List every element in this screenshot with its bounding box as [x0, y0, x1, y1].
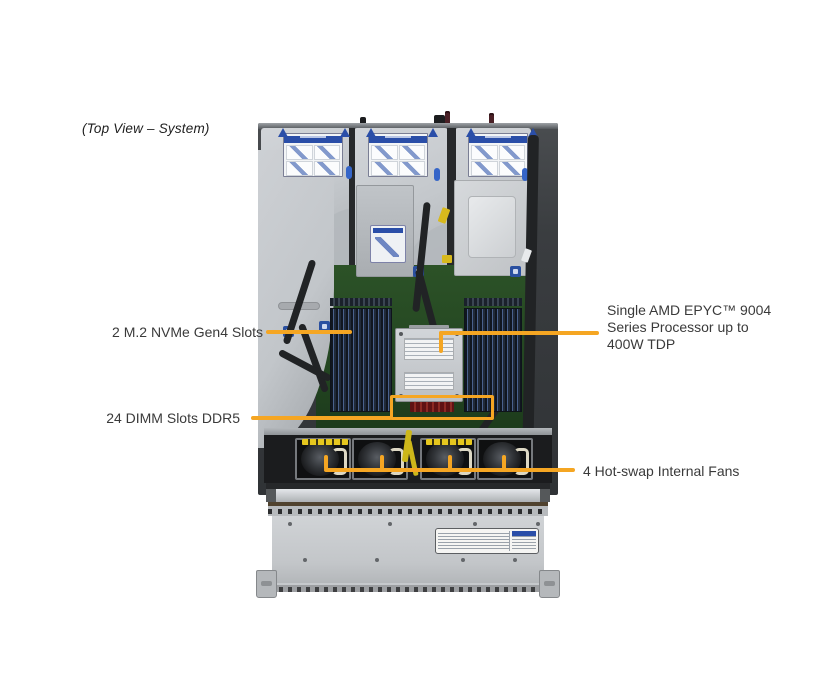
heatsink-label	[404, 338, 454, 360]
backplane-connector-strip	[268, 502, 548, 506]
fans-bracket-tick	[324, 455, 328, 470]
vent-hole-strip	[268, 506, 548, 516]
yellow-cable	[442, 255, 452, 263]
dimm-leader-line	[251, 416, 392, 420]
card-title-bar	[284, 136, 342, 143]
riser-instruction-card	[283, 133, 343, 177]
cpu-leader-line	[439, 331, 599, 335]
drive-backplane-bar	[266, 489, 550, 502]
card-diagrams	[284, 143, 342, 178]
riser-latch	[522, 168, 528, 181]
fans-leader-line	[324, 468, 575, 472]
warning-triangle-icon	[528, 128, 538, 137]
callout-cpu-line1: Single AMD EPYC™ 9004	[607, 302, 772, 318]
slot-row	[464, 298, 522, 306]
panel-screws	[303, 558, 307, 562]
m2-leader-line	[266, 330, 352, 334]
caution-sticker	[302, 439, 348, 445]
fan-1	[295, 438, 351, 480]
chassis-top-rail	[258, 123, 558, 129]
riser-instruction-card	[468, 133, 528, 177]
warning-triangle-icon	[428, 128, 438, 137]
server-chassis-top-view	[256, 110, 560, 598]
rack-ear-right	[539, 570, 560, 598]
rack-ear-left	[256, 570, 277, 598]
fans-bracket-tick	[380, 455, 384, 470]
power-connector-row	[410, 402, 454, 412]
riser-instruction-card	[368, 133, 428, 177]
touch-point-label	[510, 266, 521, 277]
callout-cpu-line3: 400W TDP	[607, 336, 676, 352]
instruction-sticker	[370, 225, 406, 263]
fans-bracket-tick	[448, 455, 452, 470]
dimm-highlight-rect	[390, 395, 494, 420]
heatsink-label	[404, 372, 454, 390]
system-info-label	[435, 528, 539, 554]
dimm-bank-right	[464, 308, 522, 412]
card-title-bar	[369, 136, 427, 143]
screw	[360, 117, 366, 125]
front-vent-edge	[270, 583, 546, 592]
fans-bracket-tick	[502, 455, 506, 470]
bay-divider	[349, 128, 355, 328]
callout-cpu-label: Single AMD EPYC™ 9004 Series Processor u…	[607, 302, 771, 353]
card-diagrams	[469, 143, 527, 178]
callout-fans-label: 4 Hot-swap Internal Fans	[583, 463, 740, 479]
callout-cpu-line2: Series Processor up to	[607, 319, 749, 335]
thumbscrew	[445, 111, 450, 126]
touch-point-label	[319, 321, 330, 332]
warning-triangle-icon	[366, 128, 376, 137]
thumbscrew	[489, 113, 494, 126]
bay-divider	[447, 128, 456, 340]
view-caption: (Top View – System)	[82, 121, 210, 136]
warning-triangle-icon	[466, 128, 476, 137]
cpu-leader-drop	[439, 331, 443, 353]
drive-cage-cutout	[468, 196, 516, 258]
label-text-block	[438, 531, 510, 551]
riser-latch	[434, 168, 440, 181]
slot-row	[330, 298, 392, 306]
heatsink-screw	[399, 332, 403, 336]
warning-triangle-icon	[278, 128, 288, 137]
card-diagrams	[369, 143, 427, 178]
card-title-bar	[469, 136, 527, 143]
riser-latch	[346, 166, 352, 179]
dimm-bank-left	[330, 308, 392, 412]
callout-dimm-label: 24 DIMM Slots DDR5	[106, 410, 240, 426]
warning-triangle-icon	[340, 128, 350, 137]
caution-sticker	[426, 439, 472, 445]
callout-m2-label: 2 M.2 NVMe Gen4 Slots	[112, 324, 263, 340]
panel-screws	[288, 522, 292, 526]
label-side-block	[512, 531, 536, 551]
connector-block	[434, 115, 445, 127]
